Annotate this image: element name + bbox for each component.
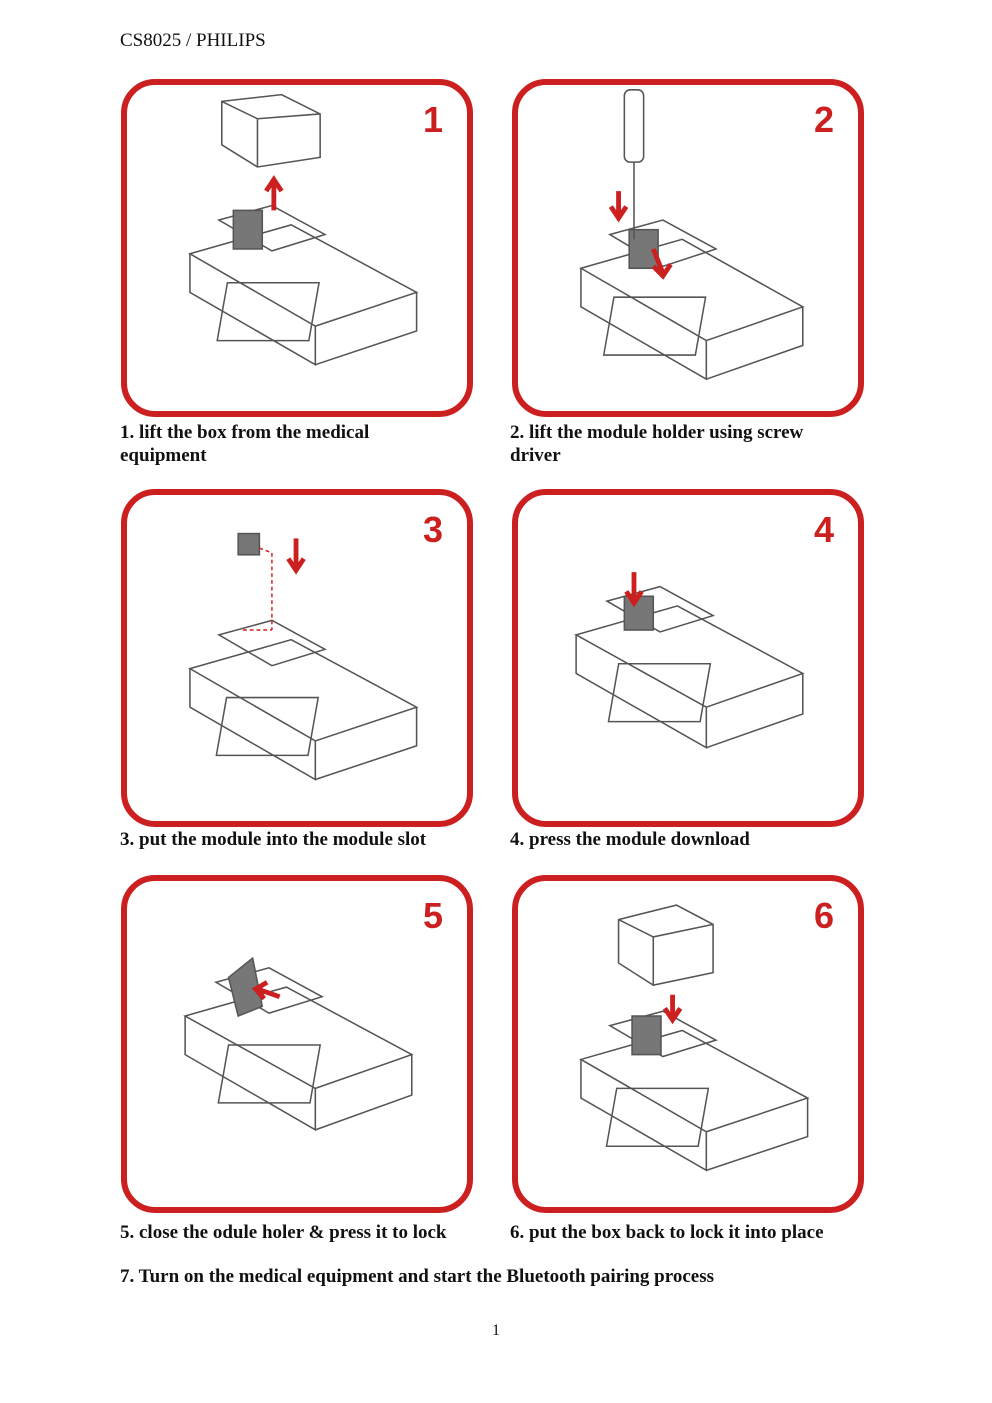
step-4-illustration: 4 [512,489,864,827]
step-6-caption: 6. put the box back to lock it into plac… [510,1222,824,1243]
step-number: 1 [422,99,443,140]
step-3-caption: 3. put the module into the module slot [120,829,427,850]
step-3-illustration: 3 [121,489,473,827]
step-number: 6 [813,895,834,936]
module-insert-illustration [187,532,419,781]
step-4-caption: 4. press the module download [510,829,750,850]
step-number: 4 [813,509,834,550]
device-box-lift-illustration [187,93,419,367]
final-step-text: 7. Turn on the medical equipment and sta… [120,1266,714,1287]
screwdriver-illustration [578,89,805,381]
step-1-illustration: 1 [121,79,473,417]
step-number: 2 [813,99,834,140]
step-number: 3 [422,509,443,550]
module-holder-close-illustration [183,956,414,1132]
device-box-replace-illustration [578,904,810,1172]
step-6-illustration: 6 [512,875,864,1213]
step-number: 5 [422,895,443,936]
module-press-illustration [574,572,805,750]
document-header: CS8025 / PHILIPS [120,30,266,51]
step-5-illustration: 5 [121,875,473,1213]
step-2-illustration: 2 [512,79,864,417]
step-5-caption: 5. close the odule holer & press it to l… [120,1222,447,1243]
step-2-caption: 2. lift the module holder using screw dr… [510,422,804,466]
step-1-caption: 1. lift the box from the medical equipme… [120,422,370,466]
page-number: 1 [492,1322,500,1339]
